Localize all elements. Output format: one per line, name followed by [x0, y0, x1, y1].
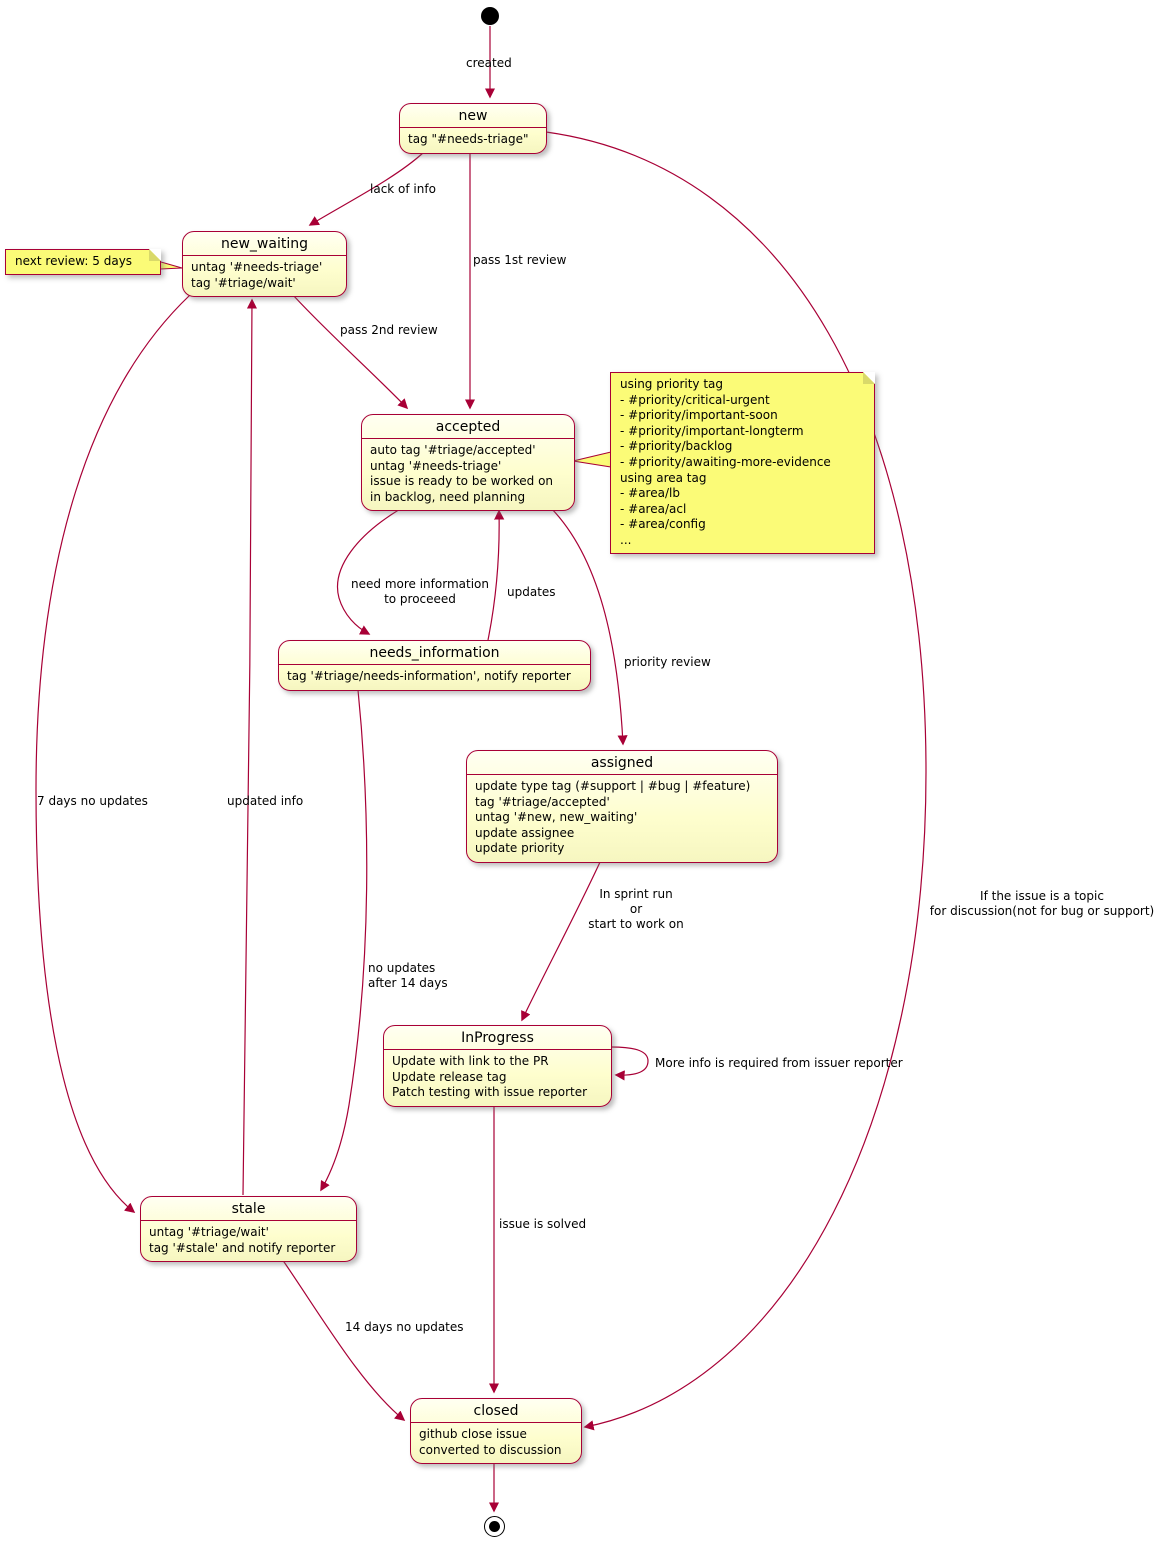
edge-assigned-to-inprogress — [521, 859, 602, 1022]
edge-label-14-days-no-updates: 14 days no updates — [345, 1320, 464, 1334]
state-assigned: assigned update type tag (#support | #bu… — [466, 750, 778, 863]
state-inprogress-line: Patch testing with issue reporter — [392, 1085, 588, 1100]
edge-new-waiting-to-accepted — [292, 294, 409, 410]
state-needs-information: needs_information tag '#triage/needs-inf… — [278, 640, 591, 691]
state-new-waiting-title: new_waiting — [183, 232, 346, 256]
edge-stale-to-new-waiting — [242, 298, 258, 1196]
state-needs-information-line: tag '#triage/needs-information', notify … — [287, 669, 571, 683]
state-closed-line: github close issue — [419, 1427, 527, 1441]
edge-inprogress-self-loop — [610, 1046, 649, 1081]
note-priority-line: - #area/lb — [620, 486, 680, 501]
state-assigned-line: update assignee — [475, 825, 575, 840]
edge-needs-information-to-stale — [320, 689, 368, 1192]
state-stale-title: stale — [141, 1197, 356, 1221]
note-priority-line: - #priority/awaiting-more-evidence — [620, 454, 831, 469]
note-next-review-line: next review: 5 days — [15, 254, 133, 268]
note-next-review: next review: 5 days — [5, 249, 161, 275]
note-priority-line: ... — [620, 532, 632, 547]
edge-label-pass-2nd-review: pass 2nd review — [340, 323, 438, 337]
edge-new-to-new-waiting — [308, 151, 425, 226]
edge-new-to-closed — [545, 131, 927, 1431]
edge-label-priority-review: priority review — [624, 655, 711, 669]
state-accepted: accepted auto tag '#triage/accepted' unt… — [361, 414, 575, 512]
edge-label-updated-info: updated info — [227, 794, 304, 808]
state-inprogress-line: Update release tag — [392, 1069, 507, 1084]
state-needs-information-title: needs_information — [279, 641, 590, 665]
state-closed-title: closed — [411, 1399, 581, 1423]
note-priority-line: - #priority/backlog — [620, 439, 733, 454]
edge-label-7-days-no-updates: 7 days no updates — [37, 794, 148, 808]
edge-label-lack-of-info: lack of info — [370, 182, 436, 196]
state-assigned-line: untag '#new, new_waiting' — [475, 810, 638, 825]
edge-label-issue-is-solved: issue is solved — [499, 1217, 587, 1231]
state-new-line: tag "#needs-triage" — [408, 132, 529, 146]
note-priority-line: - #priority/important-longterm — [620, 423, 804, 438]
note-priority-line: - #area/config — [620, 517, 706, 532]
state-inprogress-title: InProgress — [384, 1026, 611, 1050]
state-new-waiting: new_waiting untag '#needs-triage' tag '#… — [182, 231, 347, 298]
edge-label-created: created — [466, 56, 512, 70]
final-state — [484, 1516, 505, 1537]
state-new-waiting-line: tag '#triage/wait' — [191, 275, 296, 290]
note-priority-line: - #priority/critical-urgent — [620, 392, 770, 407]
edge-stale-to-closed — [281, 1258, 406, 1421]
state-assigned-line: update type tag (#support | #bug | #feat… — [475, 779, 751, 793]
initial-state — [481, 7, 499, 25]
edge-label-more-info-required: More info is required from issuer report… — [655, 1056, 903, 1070]
edge-accepted-to-assigned — [547, 504, 628, 746]
note-pointer-priority — [572, 451, 612, 468]
edge-needs-information-to-accepted — [487, 509, 505, 641]
state-stale-line: untag '#triage/wait' — [149, 1225, 269, 1239]
edge-label-updates: updates — [507, 585, 556, 599]
note-priority-line: using priority tag — [620, 377, 724, 391]
state-accepted-title: accepted — [362, 415, 574, 439]
state-new-waiting-line: untag '#needs-triage' — [191, 260, 323, 274]
state-assigned-title: assigned — [467, 751, 777, 775]
note-priority-line: - #priority/important-soon — [620, 408, 778, 423]
state-accepted-line: issue is ready to be worked on — [370, 474, 554, 489]
note-priority-line: using area tag — [620, 470, 707, 485]
state-stale: stale untag '#triage/wait' tag '#stale' … — [140, 1196, 357, 1263]
edge-label-in-sprint-run: In sprint run or start to work on — [588, 887, 684, 931]
edge-label-no-updates-after-14-days: no updates after 14 days — [368, 961, 448, 990]
state-closed-line: converted to discussion — [419, 1442, 562, 1457]
edge-label-need-more-information: need more information to proceeed — [351, 577, 489, 606]
state-assigned-line: tag '#triage/accepted' — [475, 794, 610, 809]
state-inprogress-line: Update with link to the PR — [392, 1054, 549, 1068]
edge-new-waiting-to-stale — [35, 294, 191, 1213]
state-closed: closed github close issue converted to d… — [410, 1398, 582, 1465]
state-accepted-line: untag '#needs-triage' — [370, 458, 502, 473]
note-priority: using priority tag - #priority/critical-… — [610, 372, 875, 554]
state-new-title: new — [400, 104, 546, 128]
state-inprogress: InProgress Update with link to the PR Up… — [383, 1025, 612, 1107]
note-priority-line: - #area/acl — [620, 501, 687, 516]
state-accepted-line: auto tag '#triage/accepted' — [370, 443, 536, 457]
state-accepted-line: in backlog, need planning — [370, 489, 526, 504]
state-stale-line: tag '#stale' and notify reporter — [149, 1240, 336, 1255]
edge-label-pass-1st-review: pass 1st review — [473, 253, 567, 267]
state-new: new tag "#needs-triage" — [399, 103, 547, 154]
final-state-inner-dot — [489, 1521, 500, 1532]
edge-accepted-to-needs-information — [337, 504, 408, 635]
state-assigned-line: update priority — [475, 841, 565, 856]
edge-label-if-topic: If the issue is a topic for discussion(n… — [929, 889, 1155, 918]
